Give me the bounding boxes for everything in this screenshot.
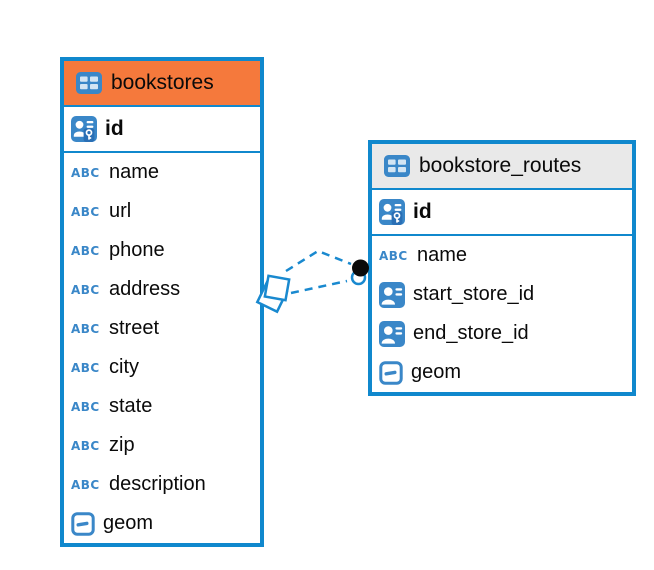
column-name: street	[109, 317, 160, 339]
text-type-icon: ABC	[71, 399, 100, 414]
column-row-end-store-id[interactable]: end_store_id	[372, 314, 632, 353]
relationship-line-2[interactable]	[290, 279, 348, 295]
reference-type-icon	[379, 282, 405, 308]
geometry-type-icon	[71, 512, 95, 536]
column-row-geom[interactable]: geom	[372, 353, 632, 392]
table-icon	[76, 72, 102, 94]
column-row-id[interactable]: id	[64, 107, 260, 153]
text-type-icon: ABC	[71, 243, 100, 258]
column-name: city	[109, 356, 139, 378]
text-type-icon: ABC	[71, 165, 100, 180]
column-name: zip	[109, 434, 135, 456]
column-name: url	[109, 200, 132, 222]
relationship-line-1[interactable]	[285, 249, 352, 273]
column-name: id	[413, 200, 432, 223]
column-row-description[interactable]: ABC description	[64, 465, 260, 504]
relationship-source-marker-front[interactable]	[263, 274, 291, 302]
reference-type-icon	[379, 321, 405, 347]
column-row-street[interactable]: ABC street	[64, 309, 260, 348]
primary-key-icon	[379, 199, 405, 225]
column-row-geom[interactable]: geom	[64, 504, 260, 543]
column-row-zip[interactable]: ABC zip	[64, 426, 260, 465]
table-bookstores[interactable]: bookstores id ABC name ABC url ABC phone…	[60, 57, 264, 547]
column-row-phone[interactable]: ABC phone	[64, 231, 260, 270]
relationship-target-ring[interactable]	[350, 269, 367, 286]
column-row-start-store-id[interactable]: start_store_id	[372, 275, 632, 314]
column-name: phone	[109, 239, 165, 261]
column-name: id	[105, 117, 124, 140]
primary-key-icon	[71, 116, 97, 142]
column-row-name[interactable]: ABC name	[372, 236, 632, 275]
relationship-target-dot[interactable]	[352, 259, 369, 277]
column-name: end_store_id	[413, 322, 529, 344]
table-title: bookstores	[111, 71, 214, 94]
text-type-icon: ABC	[71, 438, 100, 453]
table-header-bookstore-routes[interactable]: bookstore_routes	[372, 144, 632, 190]
text-type-icon: ABC	[379, 248, 408, 263]
column-name: name	[109, 161, 160, 183]
geometry-type-icon	[379, 361, 403, 385]
text-type-icon: ABC	[71, 204, 100, 219]
column-row-id[interactable]: id	[372, 190, 632, 236]
column-row-name[interactable]: ABC name	[64, 153, 260, 192]
text-type-icon: ABC	[71, 477, 100, 492]
column-name: start_store_id	[413, 283, 535, 305]
column-name: state	[109, 395, 153, 417]
text-type-icon: ABC	[71, 282, 100, 297]
text-type-icon: ABC	[71, 360, 100, 375]
column-row-city[interactable]: ABC city	[64, 348, 260, 387]
column-name: address	[109, 278, 181, 300]
table-header-bookstores[interactable]: bookstores	[64, 61, 260, 107]
column-name: description	[109, 473, 206, 495]
table-bookstore-routes[interactable]: bookstore_routes id ABC name start_store…	[368, 140, 636, 396]
column-row-url[interactable]: ABC url	[64, 192, 260, 231]
text-type-icon: ABC	[71, 321, 100, 336]
table-icon	[384, 155, 410, 177]
column-name: geom	[103, 512, 154, 534]
column-name: geom	[411, 361, 462, 383]
column-row-address[interactable]: ABC address	[64, 270, 260, 309]
column-row-state[interactable]: ABC state	[64, 387, 260, 426]
table-title: bookstore_routes	[419, 154, 582, 177]
column-name: name	[417, 244, 468, 266]
